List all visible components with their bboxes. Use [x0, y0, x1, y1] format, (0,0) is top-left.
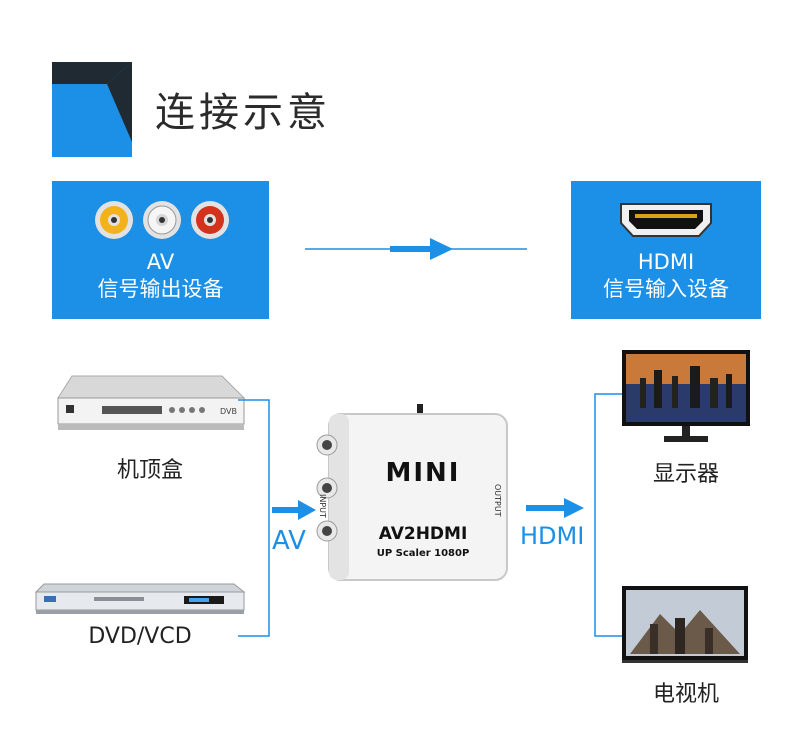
output-arrow: [526, 498, 584, 518]
tv-image: [622, 586, 748, 663]
monitor-image: [622, 350, 750, 442]
av-source-line1: AV: [146, 250, 175, 274]
converter-input-port: INPUT: [318, 494, 327, 518]
set-top-box-image: DVB: [57, 375, 246, 430]
converter-subtitle: UP Scaler 1080P: [376, 548, 470, 559]
source-label-stb: 机顶盒: [116, 458, 183, 483]
converter-brand: MINI: [385, 458, 461, 488]
hdmi-target-box: HDMI 信号输入设备: [571, 181, 761, 319]
av-source-box: AV 信号输出设备: [52, 181, 269, 319]
hdmi-port-icon: [620, 203, 712, 237]
svg-text:DVB: DVB: [220, 407, 237, 416]
hdmi-target-line1: HDMI: [637, 250, 695, 274]
converter-image: [316, 404, 508, 581]
source-connector-lines: [238, 399, 270, 637]
target-label-monitor: 显示器: [652, 462, 719, 487]
title-icon: [52, 62, 132, 157]
input-arrow: [272, 500, 316, 520]
converter-output-port: OUTPUT: [493, 484, 502, 517]
rca-jacks-icon: [95, 201, 229, 239]
converter-model: AV2HDMI: [378, 524, 468, 544]
input-label: AV: [272, 526, 306, 556]
target-label-tv: 电视机: [652, 682, 719, 707]
dvd-player-image: [34, 583, 246, 614]
signal-arrow: [305, 238, 527, 260]
hdmi-target-line2: 信号输入设备: [603, 277, 729, 301]
page-title: 连接示意: [155, 90, 331, 136]
source-label-dvd: DVD/VCD: [88, 624, 192, 649]
output-label: HDMI: [520, 522, 585, 550]
target-connector-lines: [594, 393, 622, 637]
av-source-line2: 信号输出设备: [97, 277, 224, 301]
